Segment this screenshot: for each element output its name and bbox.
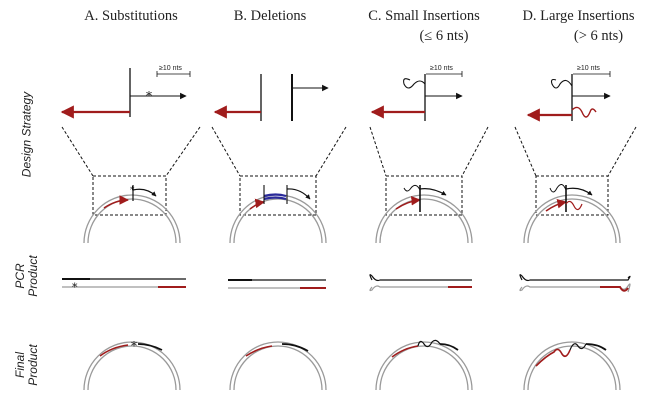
design-primers-d: ≥10 nts	[526, 65, 611, 122]
mutation-mark-a-zoom: *	[130, 186, 135, 196]
mutation-mark-a: *	[146, 89, 152, 103]
plasmid-d	[523, 184, 621, 244]
column-title-deletions: B. Deletions	[233, 8, 307, 24]
final-product-b	[229, 341, 327, 391]
column-d-large-insertions: ≥10 nts	[514, 65, 637, 391]
design-primers-c: ≥10 nts	[370, 65, 463, 121]
column-subtitle-small-insertions: (≤ 6 nts)	[419, 28, 469, 44]
scale-label-a: ≥10 nts	[159, 65, 182, 72]
column-c-small-insertions: ≥10 nts	[369, 65, 489, 391]
pcr-product-a: *	[62, 278, 186, 294]
pcr-product-c	[369, 274, 472, 292]
scale-label-d: ≥10 nts	[577, 65, 600, 72]
mutation-mark-a-pcr: *	[72, 281, 78, 294]
mutation-mark-a-final: *	[131, 339, 137, 353]
column-title-substitutions: A. Substitutions	[84, 8, 178, 24]
final-product-d	[523, 341, 621, 391]
pcr-product-b	[228, 279, 326, 289]
column-header-large-insertions: D. Large Insertions (> 6 nts)	[506, 6, 651, 46]
column-header-deletions: B. Deletions	[215, 6, 325, 26]
column-header-small-insertions: C. Small Insertions (≤ 6 nts)	[354, 6, 494, 46]
column-b-deletions	[211, 74, 347, 391]
plasmid-c	[375, 184, 473, 244]
final-product-c	[375, 339, 473, 391]
plasmid-a: *	[83, 185, 181, 244]
column-header-substitutions: A. Substitutions	[66, 6, 196, 26]
design-primers-a: ≥10 nts *	[60, 65, 191, 119]
column-a-substitutions: ≥10 nts * * * *	[60, 65, 201, 391]
plasmid-b	[229, 185, 327, 244]
pcr-product-d	[519, 274, 631, 293]
final-product-a: *	[83, 339, 181, 391]
scale-label-c: ≥10 nts	[430, 65, 453, 72]
column-title-large-insertions: D. Large Insertions	[522, 8, 635, 24]
column-title-small-insertions: C. Small Insertions	[368, 8, 480, 24]
design-primers-b	[213, 74, 329, 121]
column-subtitle-large-insertions: (> 6 nts)	[573, 28, 624, 44]
